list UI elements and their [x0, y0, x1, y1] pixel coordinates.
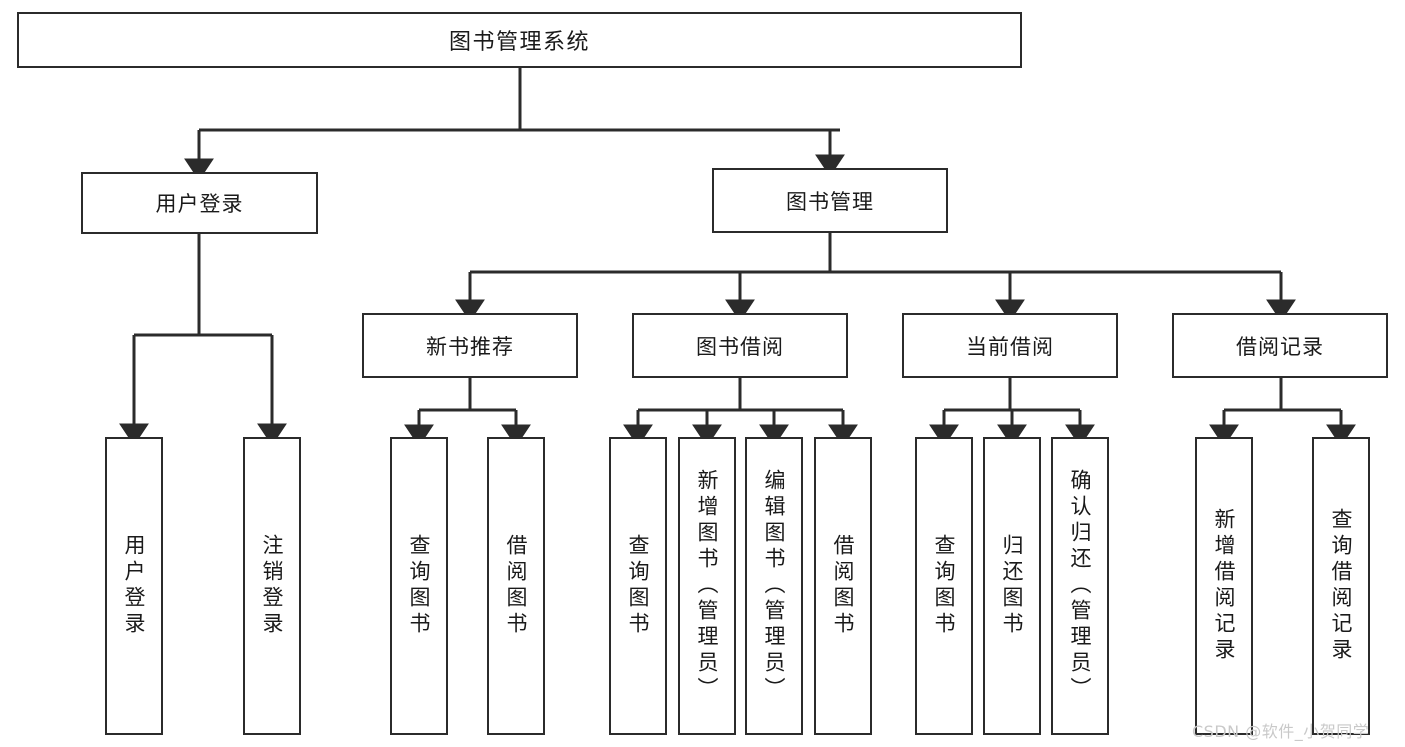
node-borrow-record-label: 借阅记录 — [1236, 334, 1324, 359]
leaf-logout-label: 注销登录 — [260, 534, 285, 638]
leaf-query-book-2[interactable]: 查询图书 — [609, 437, 667, 735]
leaf-user-login-label: 用户登录 — [122, 534, 147, 638]
node-current-borrow-label: 当前借阅 — [966, 334, 1054, 359]
node-current-borrow[interactable]: 当前借阅 — [902, 313, 1118, 378]
leaf-add-record-label: 新增借阅记录 — [1212, 508, 1237, 664]
node-book-manage-label: 图书管理 — [786, 189, 874, 214]
leaf-return-book-label: 归还图书 — [1000, 534, 1025, 638]
leaf-confirm-return-label: 确认归还（管理员） — [1068, 469, 1093, 703]
leaf-query-book-3[interactable]: 查询图书 — [915, 437, 973, 735]
leaf-borrow-book-1[interactable]: 借阅图书 — [487, 437, 545, 735]
csdn-watermark: CSDN @软件_小贺同学 — [1192, 722, 1370, 741]
node-user-login[interactable]: 用户登录 — [81, 172, 318, 234]
leaf-add-record[interactable]: 新增借阅记录 — [1195, 437, 1253, 735]
node-borrow-record[interactable]: 借阅记录 — [1172, 313, 1388, 378]
leaf-query-record-label: 查询借阅记录 — [1329, 508, 1354, 664]
node-book-borrow[interactable]: 图书借阅 — [632, 313, 848, 378]
leaf-add-book[interactable]: 新增图书（管理员） — [678, 437, 736, 735]
leaf-confirm-return[interactable]: 确认归还（管理员） — [1051, 437, 1109, 735]
leaf-logout[interactable]: 注销登录 — [243, 437, 301, 735]
node-new-book-recommend-label: 新书推荐 — [426, 334, 514, 359]
leaf-query-book-1-label: 查询图书 — [407, 534, 432, 638]
leaf-add-book-label: 新增图书（管理员） — [695, 469, 720, 703]
leaf-query-book-1[interactable]: 查询图书 — [390, 437, 448, 735]
node-root[interactable]: 图书管理系统 — [17, 12, 1022, 68]
node-book-manage[interactable]: 图书管理 — [712, 168, 948, 233]
leaf-edit-book-label: 编辑图书（管理员） — [762, 469, 787, 703]
leaf-query-book-2-label: 查询图书 — [626, 534, 651, 638]
node-user-login-label: 用户登录 — [155, 192, 244, 216]
node-root-label: 图书管理系统 — [448, 30, 590, 55]
node-new-book-recommend[interactable]: 新书推荐 — [362, 313, 578, 378]
leaf-borrow-book-2-label: 借阅图书 — [831, 534, 856, 638]
leaf-borrow-book-1-label: 借阅图书 — [504, 534, 529, 638]
leaf-return-book[interactable]: 归还图书 — [983, 437, 1041, 735]
leaf-user-login[interactable]: 用户登录 — [105, 437, 163, 735]
leaf-query-record[interactable]: 查询借阅记录 — [1312, 437, 1370, 735]
leaf-query-book-3-label: 查询图书 — [932, 534, 957, 638]
leaf-borrow-book-2[interactable]: 借阅图书 — [814, 437, 872, 735]
leaf-edit-book[interactable]: 编辑图书（管理员） — [745, 437, 803, 735]
node-book-borrow-label: 图书借阅 — [696, 334, 784, 359]
